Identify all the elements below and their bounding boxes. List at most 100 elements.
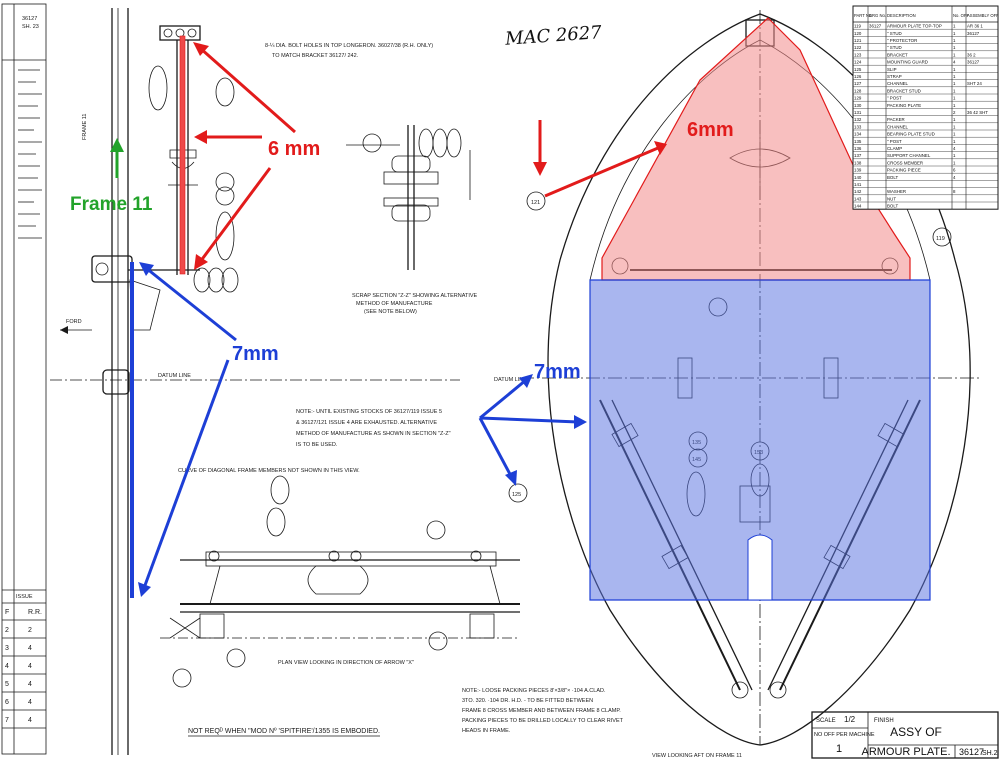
issue-row-value: 4 — [28, 663, 32, 670]
blue-thickness-label-right: 7mm — [534, 361, 581, 383]
parts-list-cell: 1 — [953, 117, 956, 122]
left-strip-header-1: 36127 — [22, 16, 37, 22]
parts-list-cell: " POST — [887, 96, 902, 101]
issue-row-value: R.R. — [28, 609, 42, 616]
parts-list-cell: 1 — [953, 31, 956, 36]
parts-list-header: No. OFF — [953, 13, 969, 18]
parts-list-cell: 140 — [854, 175, 862, 180]
frame-label: Frame 11 — [70, 194, 153, 215]
side-view: DATUM LINE FORD CURVE OF DIAGONAL FRAME … — [50, 8, 460, 755]
parts-list-cell: AR 36 1 — [967, 24, 983, 29]
handwritten-reference: MAC 2627 — [503, 22, 603, 50]
parts-list-cell: 131 — [854, 110, 862, 115]
parts-list-cell: 132 — [854, 117, 862, 122]
parts-list-cell: 36 2 — [967, 52, 976, 57]
parts-list-cell: 2 — [953, 110, 956, 115]
issue-row-value: 2 — [28, 627, 32, 634]
alteration-scribbles — [18, 69, 42, 239]
balloon-121: 121 — [531, 200, 540, 206]
parts-list-cell: 8 — [953, 189, 956, 194]
lower-note-3: FRAME 8 CROSS MEMBER AND BETWEEN FRAME 8… — [462, 708, 621, 714]
issue-row-label: 5 — [5, 681, 9, 688]
parts-list-cell: 1 — [953, 160, 956, 165]
parts-list-cell: 1 — [953, 67, 956, 72]
parts-list-cell: 1 — [953, 38, 956, 43]
parts-list-cell: " POST — [887, 139, 902, 144]
packing-note: NOTE:- LOOSE PACKING PIECES 8'×3/8"× ·10… — [462, 688, 624, 734]
parts-list-cell: 1 — [953, 96, 956, 101]
parts-list-cell: 127 — [854, 81, 862, 86]
title-block: SCALE 1/2 FINISH NO OFF PER MACHINE 1 AS… — [811, 711, 999, 759]
parts-list-cell: 1 — [953, 139, 956, 144]
parts-list-cell: 123 — [854, 52, 862, 57]
scale-value: 1/2 — [844, 715, 856, 724]
parts-list-cell: " PROTECTOR — [887, 38, 917, 43]
datum-line-label-right: DATUM LINE — [494, 377, 527, 383]
title-line-1: ASSY OF — [890, 725, 942, 739]
parts-list-cell: 1 — [953, 74, 956, 79]
parts-list-cell: 139 — [854, 168, 862, 173]
issue-rows: F R.R. 2 2 3 4 4 4 5 4 6 4 7 4 — [2, 602, 46, 729]
parts-list-cell: 137 — [854, 153, 862, 158]
plan-view-label: PLAN VIEW LOOKING IN DIRECTION OF ARROW … — [278, 660, 414, 666]
parts-list-cell: 141 — [854, 182, 862, 187]
parts-list-cell: 125 — [854, 67, 862, 72]
curve-note: CURVE OF DIAGONAL FRAME MEMBERS NOT SHOW… — [178, 468, 360, 474]
blue-plate-overlay — [589, 279, 931, 601]
balloon-119: 119 — [936, 236, 945, 242]
plan-view: PLAN VIEW LOOKING IN DIRECTION OF ARROW … — [160, 475, 520, 737]
bottom-strip-label: VIEW LOOKING AFT ON FRAME 11 — [652, 753, 742, 759]
parts-list-cell: CROSS MEMBER — [887, 160, 923, 165]
parts-list-cell: STRAP — [887, 74, 902, 79]
note-line-4: IS TO BE USED. — [296, 442, 338, 448]
parts-list-cell: 1 — [953, 88, 956, 93]
parts-list-cell: 135 — [854, 139, 862, 144]
parts-list-cell: SLIP — [887, 67, 897, 72]
parts-list-cell: 36127 — [869, 24, 882, 29]
parts-list-cell: SUPPORT CHANNEL — [887, 153, 931, 158]
parts-list-cell: 126 — [854, 74, 862, 79]
parts-list-cell: 4 — [953, 146, 956, 151]
frame-label-small: FRAME 11 — [82, 114, 88, 141]
parts-list-cell: BRACKET — [887, 52, 908, 57]
finish-label: FINISH — [874, 718, 894, 724]
parts-list-cell: 130 — [854, 103, 862, 108]
issue-row-value: 4 — [28, 645, 32, 652]
parts-list-cell: 144 — [854, 204, 862, 209]
red-arrows — [193, 42, 667, 270]
drawing-number: 36127 — [959, 747, 984, 757]
parts-list-cell: " STUD — [887, 45, 902, 50]
lower-note-1: NOTE:- LOOSE PACKING PIECES 8'×3/8"× ·10… — [462, 688, 606, 694]
parts-list-cell: 1 — [953, 153, 956, 158]
parts-list-cell: 4 — [953, 175, 956, 180]
parts-list-cell: BEARING PLATE STUD — [887, 132, 935, 137]
issue-row-label: 3 — [5, 645, 9, 652]
issue-row-label: 7 — [5, 717, 9, 724]
parts-list-cell: MOUNTING GUARD — [887, 60, 928, 65]
parts-list-cell: BOLT — [887, 204, 898, 209]
parts-list-cell: 122 — [854, 45, 862, 50]
datum-line-label: DATUM LINE — [158, 373, 191, 379]
parts-list-cell: 1 — [953, 103, 956, 108]
lower-note-4: PACKING PIECES TO BE DRILLED LOCALLY TO … — [462, 718, 624, 724]
sheet-number: SH.2 — [982, 750, 998, 757]
parts-list-cell: BRACKET STUD — [887, 88, 921, 93]
scrap-section-line-3: (SEE NOTE BELOW) — [364, 309, 417, 315]
note-line-3: METHOD OF MANUFACTURE AS SHOWN IN SECTIO… — [296, 431, 451, 437]
parts-list-cell: PACKER — [887, 117, 905, 122]
parts-list-cell: 1 — [953, 124, 956, 129]
parts-list-cell: BOLT — [887, 175, 898, 180]
parts-list-cell: 121 — [854, 38, 862, 43]
issue-row-value: 4 — [28, 699, 32, 706]
red-thickness-label: 6 mm — [268, 138, 320, 160]
left-strip: 36127 SH. 23 ISSUE F R.R. 2 2 — [1, 3, 47, 755]
parts-list-cell: 36127 — [967, 31, 980, 36]
left-strip-header-2: SH. 23 — [22, 24, 39, 30]
scale-label: SCALE — [816, 718, 836, 724]
parts-list-cell: 133 — [854, 124, 862, 129]
not-required-note: NOT REQᴰ WHEN "MOD Nº 'SPITFIRE'/1355 IS… — [188, 728, 380, 735]
parts-list-header: PART No. — [854, 13, 872, 18]
parts-list-cell: 1 — [953, 45, 956, 50]
